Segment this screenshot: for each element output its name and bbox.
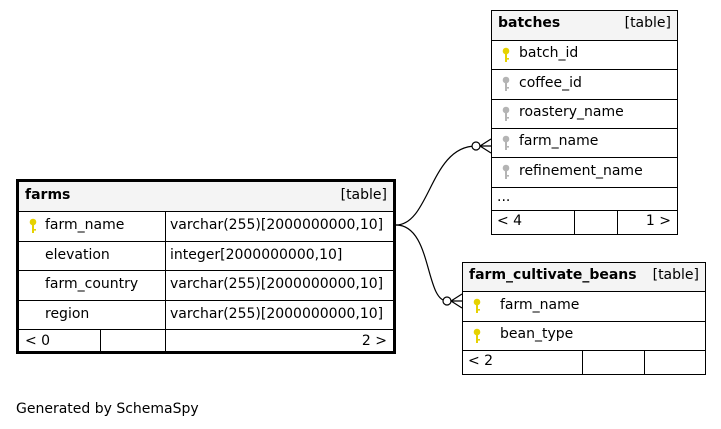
table-row[interactable]: elevation integer[2000000000,10]	[19, 241, 393, 270]
children-count: < 4	[497, 213, 523, 229]
column-type: varchar(255)[2000000000,10]	[170, 217, 384, 233]
footer-divider	[582, 351, 583, 374]
column-name: coffee_id	[519, 75, 582, 91]
children-count: < 2	[468, 353, 494, 369]
column-name: farm_name	[500, 297, 580, 313]
children-count: < 0	[25, 333, 51, 349]
ellipsis: ...	[497, 189, 511, 205]
edge-batches-crowfoot	[479, 138, 492, 154]
primary-key-icon	[473, 328, 481, 343]
column-name: farm_name	[45, 217, 125, 233]
foreign-key-icon	[502, 76, 510, 91]
column-name: region	[45, 306, 90, 322]
edge-batches-farms	[395, 145, 477, 226]
edge-fcb-optional-marker	[442, 296, 452, 306]
foreign-key-icon	[502, 106, 510, 121]
table-type: [table]	[624, 15, 671, 31]
primary-key-icon	[29, 218, 37, 233]
edge-fcb-crowfoot	[450, 293, 463, 309]
column-name: roastery_name	[519, 104, 624, 120]
column-type: varchar(255)[2000000000,10]	[170, 306, 384, 322]
table-header: batches [table]	[492, 11, 677, 40]
table-farm-cultivate-beans[interactable]: farm_cultivate_beans [table] farm_name b…	[462, 262, 706, 375]
footer-divider	[617, 211, 618, 234]
table-row[interactable]: region varchar(255)[2000000000,10]	[19, 300, 393, 329]
table-row[interactable]: farm_name	[463, 291, 705, 321]
table-row[interactable]: refinement_name	[492, 157, 677, 187]
table-footer: < 4 1 >	[492, 210, 677, 234]
table-footer: < 0 2 >	[19, 329, 393, 354]
edge-fcb-farms	[395, 224, 448, 302]
more-columns-row: ...	[492, 187, 677, 210]
table-header: farm_cultivate_beans [table]	[463, 263, 705, 291]
table-row[interactable]: roastery_name	[492, 99, 677, 128]
table-row[interactable]: farm_country varchar(255)[2000000000,10]	[19, 270, 393, 300]
column-name: batch_id	[519, 45, 579, 61]
table-type: [table]	[340, 187, 387, 203]
table-row[interactable]: farm_name varchar(255)[2000000000,10]	[19, 211, 393, 241]
table-row[interactable]: coffee_id	[492, 69, 677, 99]
edge-batches-optional-marker	[471, 141, 481, 151]
table-row[interactable]: batch_id	[492, 40, 677, 69]
footer-divider	[574, 211, 575, 234]
table-farms[interactable]: farms [table] farm_name varchar(255)[200…	[16, 179, 396, 354]
primary-key-icon	[502, 47, 510, 62]
table-footer: < 2	[463, 350, 705, 374]
table-header: farms [table]	[19, 182, 393, 211]
column-type: integer[2000000000,10]	[170, 247, 343, 263]
footer-divider	[644, 351, 645, 374]
column-type: varchar(255)[2000000000,10]	[170, 276, 384, 292]
table-row[interactable]: farm_name	[492, 128, 677, 157]
column-name: bean_type	[500, 326, 574, 342]
column-name: farm_country	[45, 276, 139, 292]
table-name: farms	[25, 187, 71, 203]
column-name: elevation	[45, 247, 110, 263]
parents-count: 2 >	[361, 333, 387, 349]
table-name: farm_cultivate_beans	[469, 267, 637, 283]
footer-divider	[100, 330, 101, 354]
primary-key-icon	[473, 298, 481, 313]
generated-by-text: Generated by SchemaSpy	[16, 401, 199, 417]
table-row[interactable]: bean_type	[463, 321, 705, 350]
table-batches[interactable]: batches [table] batch_id coffee_id roast…	[491, 10, 678, 235]
column-name: farm_name	[519, 133, 599, 149]
table-name: batches	[498, 15, 561, 31]
foreign-key-icon	[502, 164, 510, 179]
column-divider	[165, 211, 166, 351]
parents-count: 1 >	[645, 213, 671, 229]
foreign-key-icon	[502, 135, 510, 150]
table-type: [table]	[652, 267, 699, 283]
column-name: refinement_name	[519, 163, 643, 179]
